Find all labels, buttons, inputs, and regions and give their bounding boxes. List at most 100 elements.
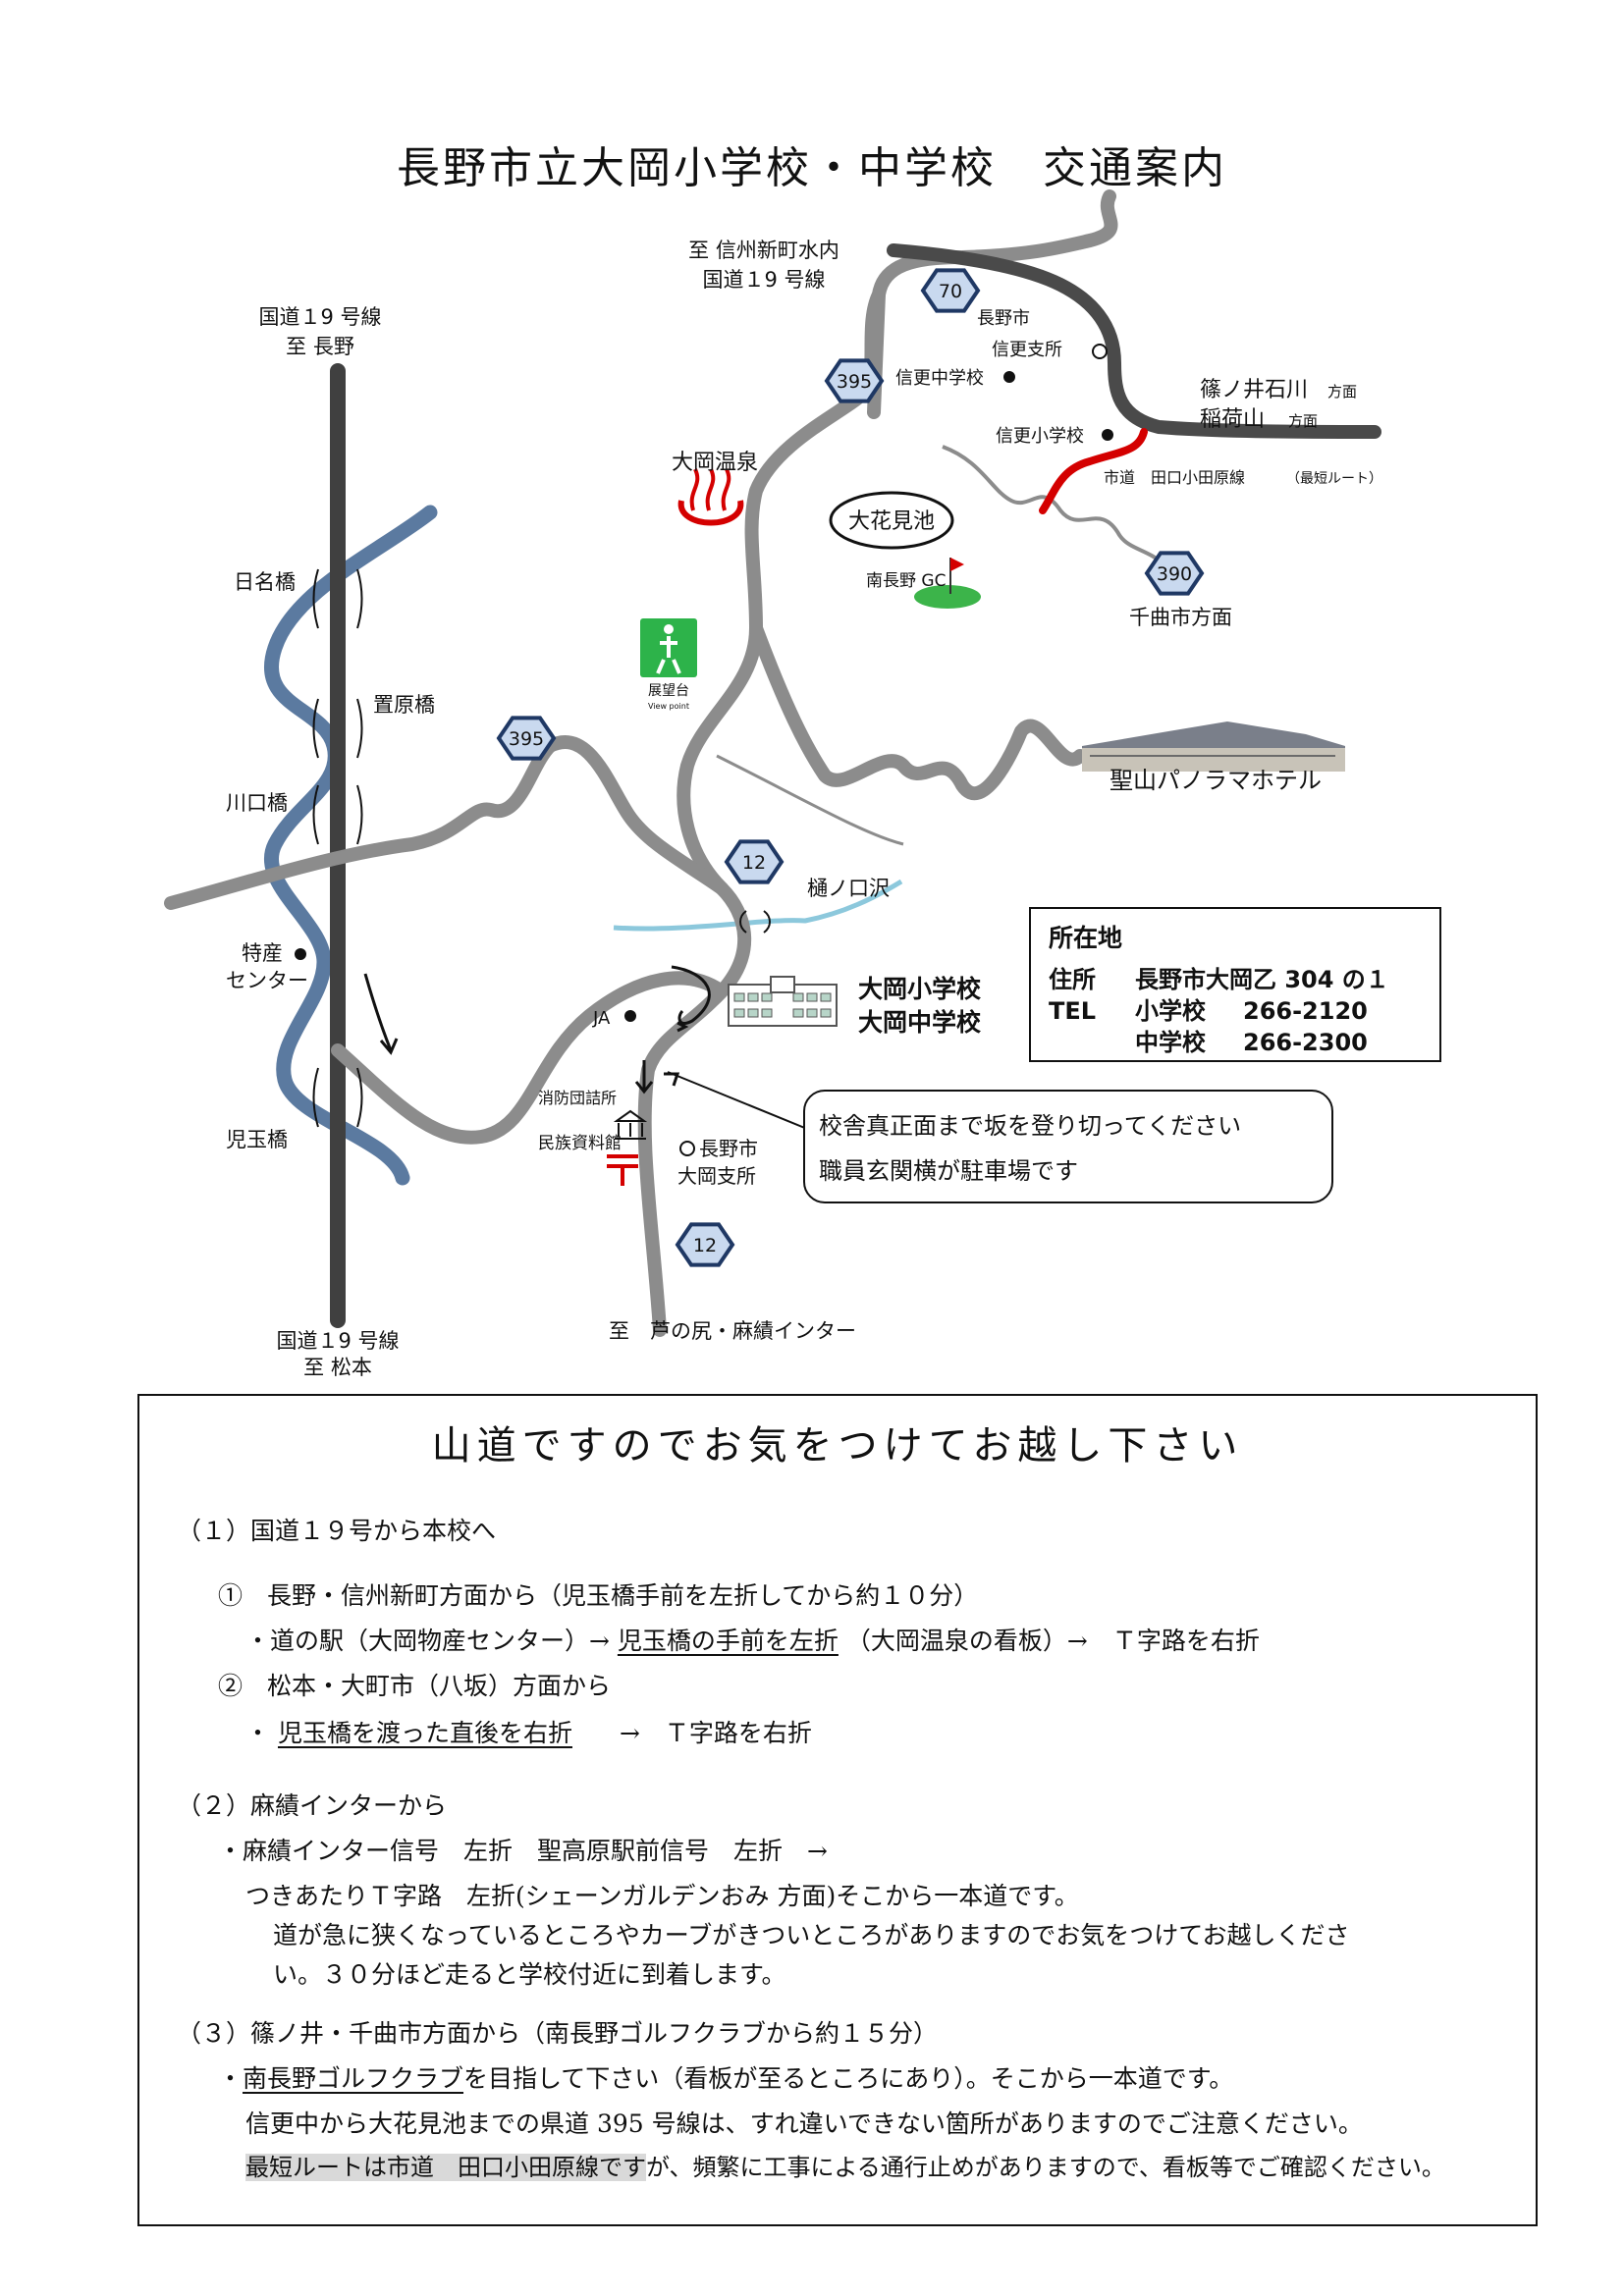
label-shinkou-es: 信更小学校 xyxy=(996,426,1084,447)
route-sign-390: 390 xyxy=(1144,551,1205,596)
label-shinkou-branch-1: 長野市 xyxy=(977,308,1030,329)
label-tokusan-1: 特産 xyxy=(242,941,283,965)
golf-icon xyxy=(914,558,981,609)
tel-row-es: TEL 小学校 266-2120 xyxy=(1049,995,1422,1027)
label-hoamen-2: 方面 xyxy=(1288,412,1318,430)
viewpoint-icon xyxy=(640,618,697,677)
label-chikuma: 千曲市方面 xyxy=(1129,606,1232,629)
route-sign-70: 70 xyxy=(920,268,981,313)
es-tel: 266-2120 xyxy=(1243,997,1368,1025)
section-1-1: ① 長野・信州新町方面から（児玉橋手前を左折してから約１０分） xyxy=(218,1581,979,1610)
label-shinoi-1: 篠ノ井石川 xyxy=(1200,378,1308,402)
label-onsen: 大岡温泉 xyxy=(672,451,758,475)
route-sign-12-north: 12 xyxy=(724,839,785,884)
section-1-heading: （１）国道１９号から本校へ xyxy=(177,1517,497,1545)
hinokuchi-stream xyxy=(613,879,903,932)
section-2-a: ・麻績インター信号 左折 聖高原駅前信号 左折 → xyxy=(218,1837,828,1865)
route-sign-70-label: 70 xyxy=(939,281,962,302)
label-ohanami: 大花見池 xyxy=(848,509,935,534)
callout-line-2: 職員玄関横が駐車場です xyxy=(819,1157,1078,1185)
jhs-tel: 266-2300 xyxy=(1243,1029,1368,1056)
label-school-jhs: 大岡中学校 xyxy=(858,1008,982,1037)
direction-arrows xyxy=(363,965,808,1130)
label-to-ikusaka: 至 芦の尻・麻績インター xyxy=(609,1319,856,1343)
label-to-shinmachi-2: 国道１9 号線 xyxy=(702,268,825,292)
label-hotel: 聖山パノラマホテル xyxy=(1110,767,1322,794)
label-r19-south-2: 至 松本 xyxy=(303,1356,372,1379)
label-tokusan-2: センター xyxy=(226,969,308,992)
highlight-shortest: 最短ルートは市道 田口小田原線です xyxy=(245,2154,646,2181)
label-shobo: 消防団詰所 xyxy=(538,1089,617,1107)
bridge-markers xyxy=(312,568,771,1128)
section-1-2: ② 松本・大町市（八坂）方面から xyxy=(218,1672,612,1700)
label-kodama: 児玉橋 xyxy=(226,1128,288,1151)
map-markers xyxy=(295,344,1113,1156)
label-ja: JA xyxy=(592,1008,611,1029)
label-okubara: 置原橋 xyxy=(373,693,435,717)
access-map: 70 395 395 390 12 12 国道１9 号線 至 長野 国道１9 号線 至 松… xyxy=(164,189,1382,1379)
river xyxy=(264,505,438,1186)
label-r19-north-2: 至 長野 xyxy=(286,335,354,358)
label-to-shinmachi-1: 至 信州新町水内 xyxy=(688,239,839,262)
label-hoamen-1: 方面 xyxy=(1327,383,1357,400)
section-1-2-route: ・ 児玉橋を渡った直後を右折 → Ｔ字路を右折 xyxy=(245,1719,812,1747)
route-sign-12-south: 12 xyxy=(675,1222,735,1267)
section-2-b: つきあたりＴ字路 左折(シェーンガルデンおみ 方面)そこから一本道です。 xyxy=(245,1882,1079,1910)
label-city-road: 市道 田口小田原線 xyxy=(1104,468,1245,487)
info-header: 所在地 xyxy=(1049,924,1123,952)
label-minzoku: 民族資料館 xyxy=(538,1134,622,1153)
school-building-icon xyxy=(728,976,838,1027)
jhs-label: 中学校 xyxy=(1135,1029,1206,1056)
route-sign-395-west-label: 395 xyxy=(509,728,544,750)
address-row: 住所 長野市大岡乙 304 の１ xyxy=(1049,964,1422,995)
label-school-es: 大岡小学校 xyxy=(858,975,982,1003)
label-golf: 南長野 GC xyxy=(866,571,946,591)
label-viewpoint-en: View point xyxy=(648,702,689,711)
museum-icon xyxy=(613,1109,648,1140)
directions-box: 山道ですのでお気をつけてお越し下さい （１）国道１９号から本校へ ① 長野・信州… xyxy=(137,1394,1538,2226)
section-1-1-route: ・道の駅（大岡物産センター）→ 児玉橋の手前を左折 （大岡温泉の看板）→ Ｔ字路… xyxy=(245,1627,1260,1655)
label-shortest: （最短ルート） xyxy=(1286,471,1382,487)
label-r19-north-1: 国道１9 号線 xyxy=(258,305,381,329)
chikuma-road xyxy=(942,445,1165,566)
callout-line-1: 校舎真正面まで坂を登り切ってください xyxy=(819,1112,1242,1140)
label-hinokuchi: 樋ノ口沢 xyxy=(807,877,890,900)
label-r19-south-1: 国道１9 号線 xyxy=(276,1329,399,1353)
hotel-image xyxy=(1082,721,1345,772)
map-labels: 国道１9 号線 至 長野 国道１9 号線 至 松本 至 信州新町水内 国道１9 … xyxy=(226,239,1382,1379)
section-3-heading: （３）篠ノ井・千曲市方面から（南長野ゴルフクラブから約１５分） xyxy=(177,2019,939,2048)
route-sign-390-label: 390 xyxy=(1157,563,1192,585)
underlined-golf: 南長野ゴルフクラブ xyxy=(243,2064,464,2093)
post-office-icon xyxy=(607,1154,638,1186)
ohanami-pond xyxy=(829,491,954,550)
route-sign-12-south-label: 12 xyxy=(693,1235,717,1256)
location-info-box: 所在地 住所 長野市大岡乙 304 の１ TEL 小学校 266-2120 中学… xyxy=(1029,907,1441,1062)
label-shinkou-jhs: 信更中学校 xyxy=(895,368,984,389)
label-hinabashi: 日名橋 xyxy=(234,570,296,594)
section-2-d: い。３０分ほど走ると学校付近に到着します。 xyxy=(273,1960,786,1989)
section-2-c: 道が急に狭くなっているところやカーブがきついところがありますのでお気をつけてお越… xyxy=(273,1921,1350,1949)
shortest-route xyxy=(1039,428,1148,514)
label-ooka-branch-2: 大岡支所 xyxy=(677,1164,756,1188)
es-label: 小学校 xyxy=(1135,997,1206,1025)
label-viewpoint: 展望台 xyxy=(648,683,689,699)
parking-callout: 校舎真正面まで坂を登り切ってください 職員玄関横が駐車場です xyxy=(803,1090,1333,1203)
route-sign-395-west: 395 xyxy=(496,716,557,761)
tel-row-jhs: 中学校 266-2300 xyxy=(1049,1027,1422,1058)
section-2-heading: （２）麻績インターから xyxy=(177,1791,448,1820)
section-3-a: ・南長野ゴルフクラブを目指して下さい（看板が至るところにあり）。そこから一本道で… xyxy=(218,2064,1234,2093)
directions-title: 山道ですのでお気をつけてお越し下さい xyxy=(431,1423,1244,1468)
route-sign-12-north-label: 12 xyxy=(742,852,766,874)
label-shinkou-branch-2: 信更支所 xyxy=(992,340,1062,360)
hot-spring-icon xyxy=(677,468,744,526)
route-sign-395-north-label: 395 xyxy=(837,371,872,393)
hotel-road xyxy=(716,754,904,846)
address-label: 住所 xyxy=(1049,966,1096,993)
route-sign-395-north: 395 xyxy=(824,358,885,403)
tel-label: TEL xyxy=(1049,997,1097,1025)
underlined-kodama-left: 児玉橋の手前を左折 xyxy=(617,1627,839,1655)
prefectural-roads xyxy=(164,189,1118,1337)
page-title: 長野市立大岡小学校・中学校 交通案内 xyxy=(397,143,1227,193)
section-3-c: 最短ルートは市道 田口小田原線ですが、頻繁に工事による通行止めがありますので、看… xyxy=(245,2154,1445,2181)
label-shinoi-2: 稲荷山 xyxy=(1200,407,1265,432)
